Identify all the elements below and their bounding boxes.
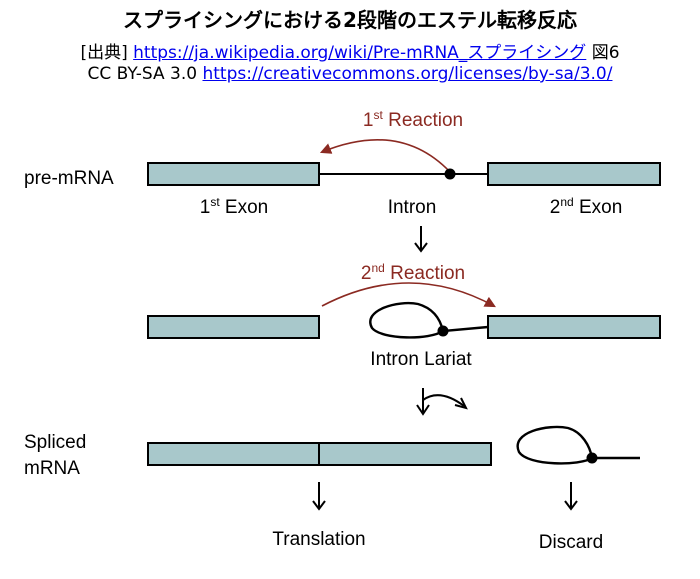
spliced-label-line2: mRNA	[24, 458, 80, 479]
exon1-box-2	[147, 315, 320, 339]
citation-prefix: [出典]	[80, 43, 128, 63]
page-title: スプライシングにおける2段階のエステル転移反応	[123, 8, 577, 32]
intron-lariat-loop	[369, 301, 489, 339]
license-line: CC BY-SA 3.0 https://creativecommons.org…	[0, 64, 700, 84]
citation-link[interactable]: https://ja.wikipedia.org/wiki/Pre-mRNA_ス…	[133, 43, 587, 63]
discarded-lariat	[516, 425, 640, 465]
reaction2-arrow	[321, 282, 496, 308]
discarded-lariat-dot	[586, 452, 598, 464]
spliced-label-line1: Spliced	[24, 432, 86, 453]
intron-lariat-label: Intron Lariat	[370, 349, 472, 370]
citation-line: [出典] https://ja.wikipedia.org/wiki/Pre-m…	[0, 38, 700, 63]
down-arrow-discard	[564, 482, 578, 511]
reaction2-label: 2nd Reaction	[361, 261, 465, 284]
exon2-label: 2nd Exon	[550, 195, 623, 218]
license-link[interactable]: https://creativecommons.org/licenses/by-…	[202, 64, 613, 84]
split-arrow	[416, 388, 468, 416]
down-arrow-1	[414, 226, 428, 253]
lariat-branch-dot	[437, 325, 449, 337]
license-name: CC BY-SA 3.0	[87, 64, 198, 84]
exon1-label: 1st Exon	[200, 195, 269, 218]
citation-figure-ref: 図6	[591, 43, 620, 63]
exon1-box	[147, 162, 320, 186]
intron-label: Intron	[388, 197, 437, 218]
translation-label: Translation	[272, 529, 365, 550]
reaction1-arrow	[319, 139, 451, 173]
exon2-box-2	[487, 315, 661, 339]
pre-mrna-label: pre-mRNA	[24, 168, 114, 189]
branch-point-dot	[444, 168, 456, 180]
down-arrow-translation	[312, 482, 326, 511]
reaction1-label: 1st Reaction	[363, 108, 463, 131]
discard-label: Discard	[539, 532, 603, 553]
spliced-exon2-box	[318, 442, 492, 466]
spliced-exon1-box	[147, 442, 320, 466]
exon2-box	[487, 162, 661, 186]
